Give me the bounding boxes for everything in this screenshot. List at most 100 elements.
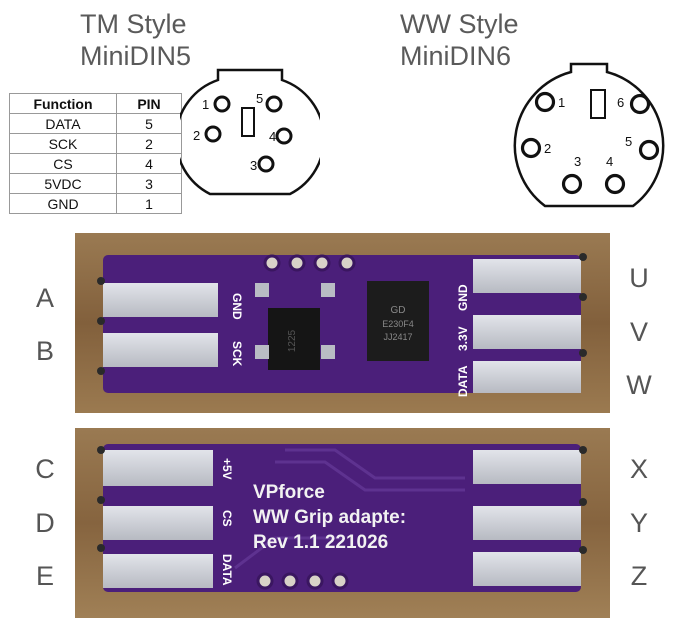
silk-sck: SCK: [230, 341, 244, 367]
silk-line-2: WW Grip adapte:: [253, 507, 406, 528]
pcb-top-photo: 1225 GD E230F4 JJ2417 GND SCK GND 3.3V D…: [75, 233, 610, 413]
pad-letter-y: Y: [629, 508, 648, 538]
pcb-traces: [234, 448, 465, 570]
pad-b: [103, 333, 218, 367]
pad-letter-e: E: [35, 561, 54, 591]
pad-letter-d: D: [35, 508, 55, 538]
table-cell: SCK: [9, 133, 117, 154]
table-header-pin: PIN: [116, 93, 182, 114]
minidin5-pin-4: [275, 127, 293, 145]
minidin6-key: [590, 89, 606, 119]
silk-5v: +5V: [220, 458, 234, 480]
table-cell: 3: [116, 173, 182, 194]
pad-c: [103, 450, 213, 486]
pad-letter-v: V: [629, 317, 648, 347]
minidin5-label-3: 3: [250, 158, 257, 173]
silk-data-left: DATA: [220, 554, 234, 586]
minidin5-pin-3: [257, 155, 275, 173]
pad-x: [473, 450, 581, 484]
pad-letter-b: B: [35, 336, 54, 366]
table-cell: 4: [116, 153, 182, 174]
pad-letter-a: A: [35, 283, 54, 313]
minidin6-outline: [513, 62, 665, 208]
table-header-function: Function: [9, 93, 117, 114]
minidin6-label-4: 4: [606, 154, 613, 169]
silk-3v3: 3.3V: [456, 326, 470, 351]
silk-line-1: VPforce: [253, 482, 325, 503]
small-chip-marking: 1225: [287, 329, 298, 352]
silk-data-right: DATA: [456, 365, 470, 397]
minidin6-pin-1: [534, 91, 556, 113]
minidin5-connector-diagram: 1 5 2 4 3: [180, 68, 320, 196]
small-chip: [268, 308, 320, 370]
table-cell: 5: [116, 113, 182, 134]
minidin5-label-5: 5: [256, 91, 263, 106]
table-cell: 1: [116, 193, 182, 214]
small-chip-leads: [255, 283, 335, 359]
pad-z: [473, 552, 581, 586]
pcb-board: [103, 255, 581, 393]
pad-letter-w: W: [626, 370, 652, 400]
silk-line-3: Rev 1.1 221026: [253, 532, 388, 553]
minidin5-outline: [180, 68, 320, 196]
mcu-marking-2: E230F4: [382, 319, 414, 329]
minidin6-pin-2: [520, 137, 542, 159]
minidin5-pin-2: [204, 125, 222, 143]
table-cell: 5VDC: [9, 173, 117, 194]
header-holes: [263, 254, 356, 272]
table-cell: DATA: [9, 113, 117, 134]
minidin5-label-2: 2: [193, 128, 200, 143]
minidin5-pin-1: [213, 95, 231, 113]
silk-text-block: VPforce WW Grip adapte: Rev 1.1 221026: [253, 482, 406, 553]
pcb-board: [103, 444, 581, 592]
minidin6-connector-diagram: 1 6 2 5 3 4: [513, 62, 665, 208]
table-cell: CS: [9, 153, 117, 174]
table-cell: 2: [116, 133, 182, 154]
pad-letter-u: U: [629, 263, 649, 293]
minidin6-label-5: 5: [625, 134, 632, 149]
pad-u: [473, 259, 581, 293]
minidin5-key: [241, 107, 255, 137]
pcb-bottom-photo: +5V CS DATA VPforce WW Grip adapte: Rev …: [75, 428, 610, 618]
minidin6-pin-5: [638, 139, 660, 161]
minidin5-label-1: 1: [202, 97, 209, 112]
minidin6-pin-3: [561, 173, 583, 195]
pad-letter-z: Z: [630, 561, 648, 591]
minidin6-label-6: 6: [617, 95, 624, 110]
pad-w: [473, 361, 581, 393]
tm-style-heading: TM Style MiniDIN5: [80, 8, 191, 72]
minidin5-pin-5: [265, 95, 283, 113]
pad-a: [103, 283, 218, 317]
table-header-row: Function PIN: [9, 93, 182, 114]
edge-castellations: [97, 446, 587, 554]
minidin6-pin-4: [604, 173, 626, 195]
pad-d: [103, 506, 213, 540]
silk-gnd-right: GND: [456, 284, 470, 311]
mcu-marking-3: JJ2417: [383, 332, 412, 342]
minidin5-label-4: 4: [269, 129, 276, 144]
pad-e: [103, 554, 213, 588]
mcu-marking-1: GD: [391, 305, 406, 316]
pad-v: [473, 315, 581, 349]
edge-castellations: [97, 253, 587, 375]
tm-style-title: TM Style: [80, 9, 187, 39]
pad-y: [473, 506, 581, 540]
minidin6-pin-6: [629, 93, 651, 115]
ww-style-heading: WW Style MiniDIN6: [400, 8, 519, 72]
tm-style-subtitle: MiniDIN5: [80, 41, 192, 71]
mcu-chip: [367, 281, 429, 361]
minidin6-label-2: 2: [544, 141, 551, 156]
ww-style-subtitle: MiniDIN6: [400, 41, 512, 71]
minidin6-label-1: 1: [558, 95, 565, 110]
silk-cs: CS: [220, 510, 234, 527]
pad-letter-x: X: [629, 454, 648, 484]
minidin6-label-3: 3: [574, 154, 581, 169]
pad-letter-c: C: [35, 454, 55, 484]
header-holes: [256, 572, 349, 590]
